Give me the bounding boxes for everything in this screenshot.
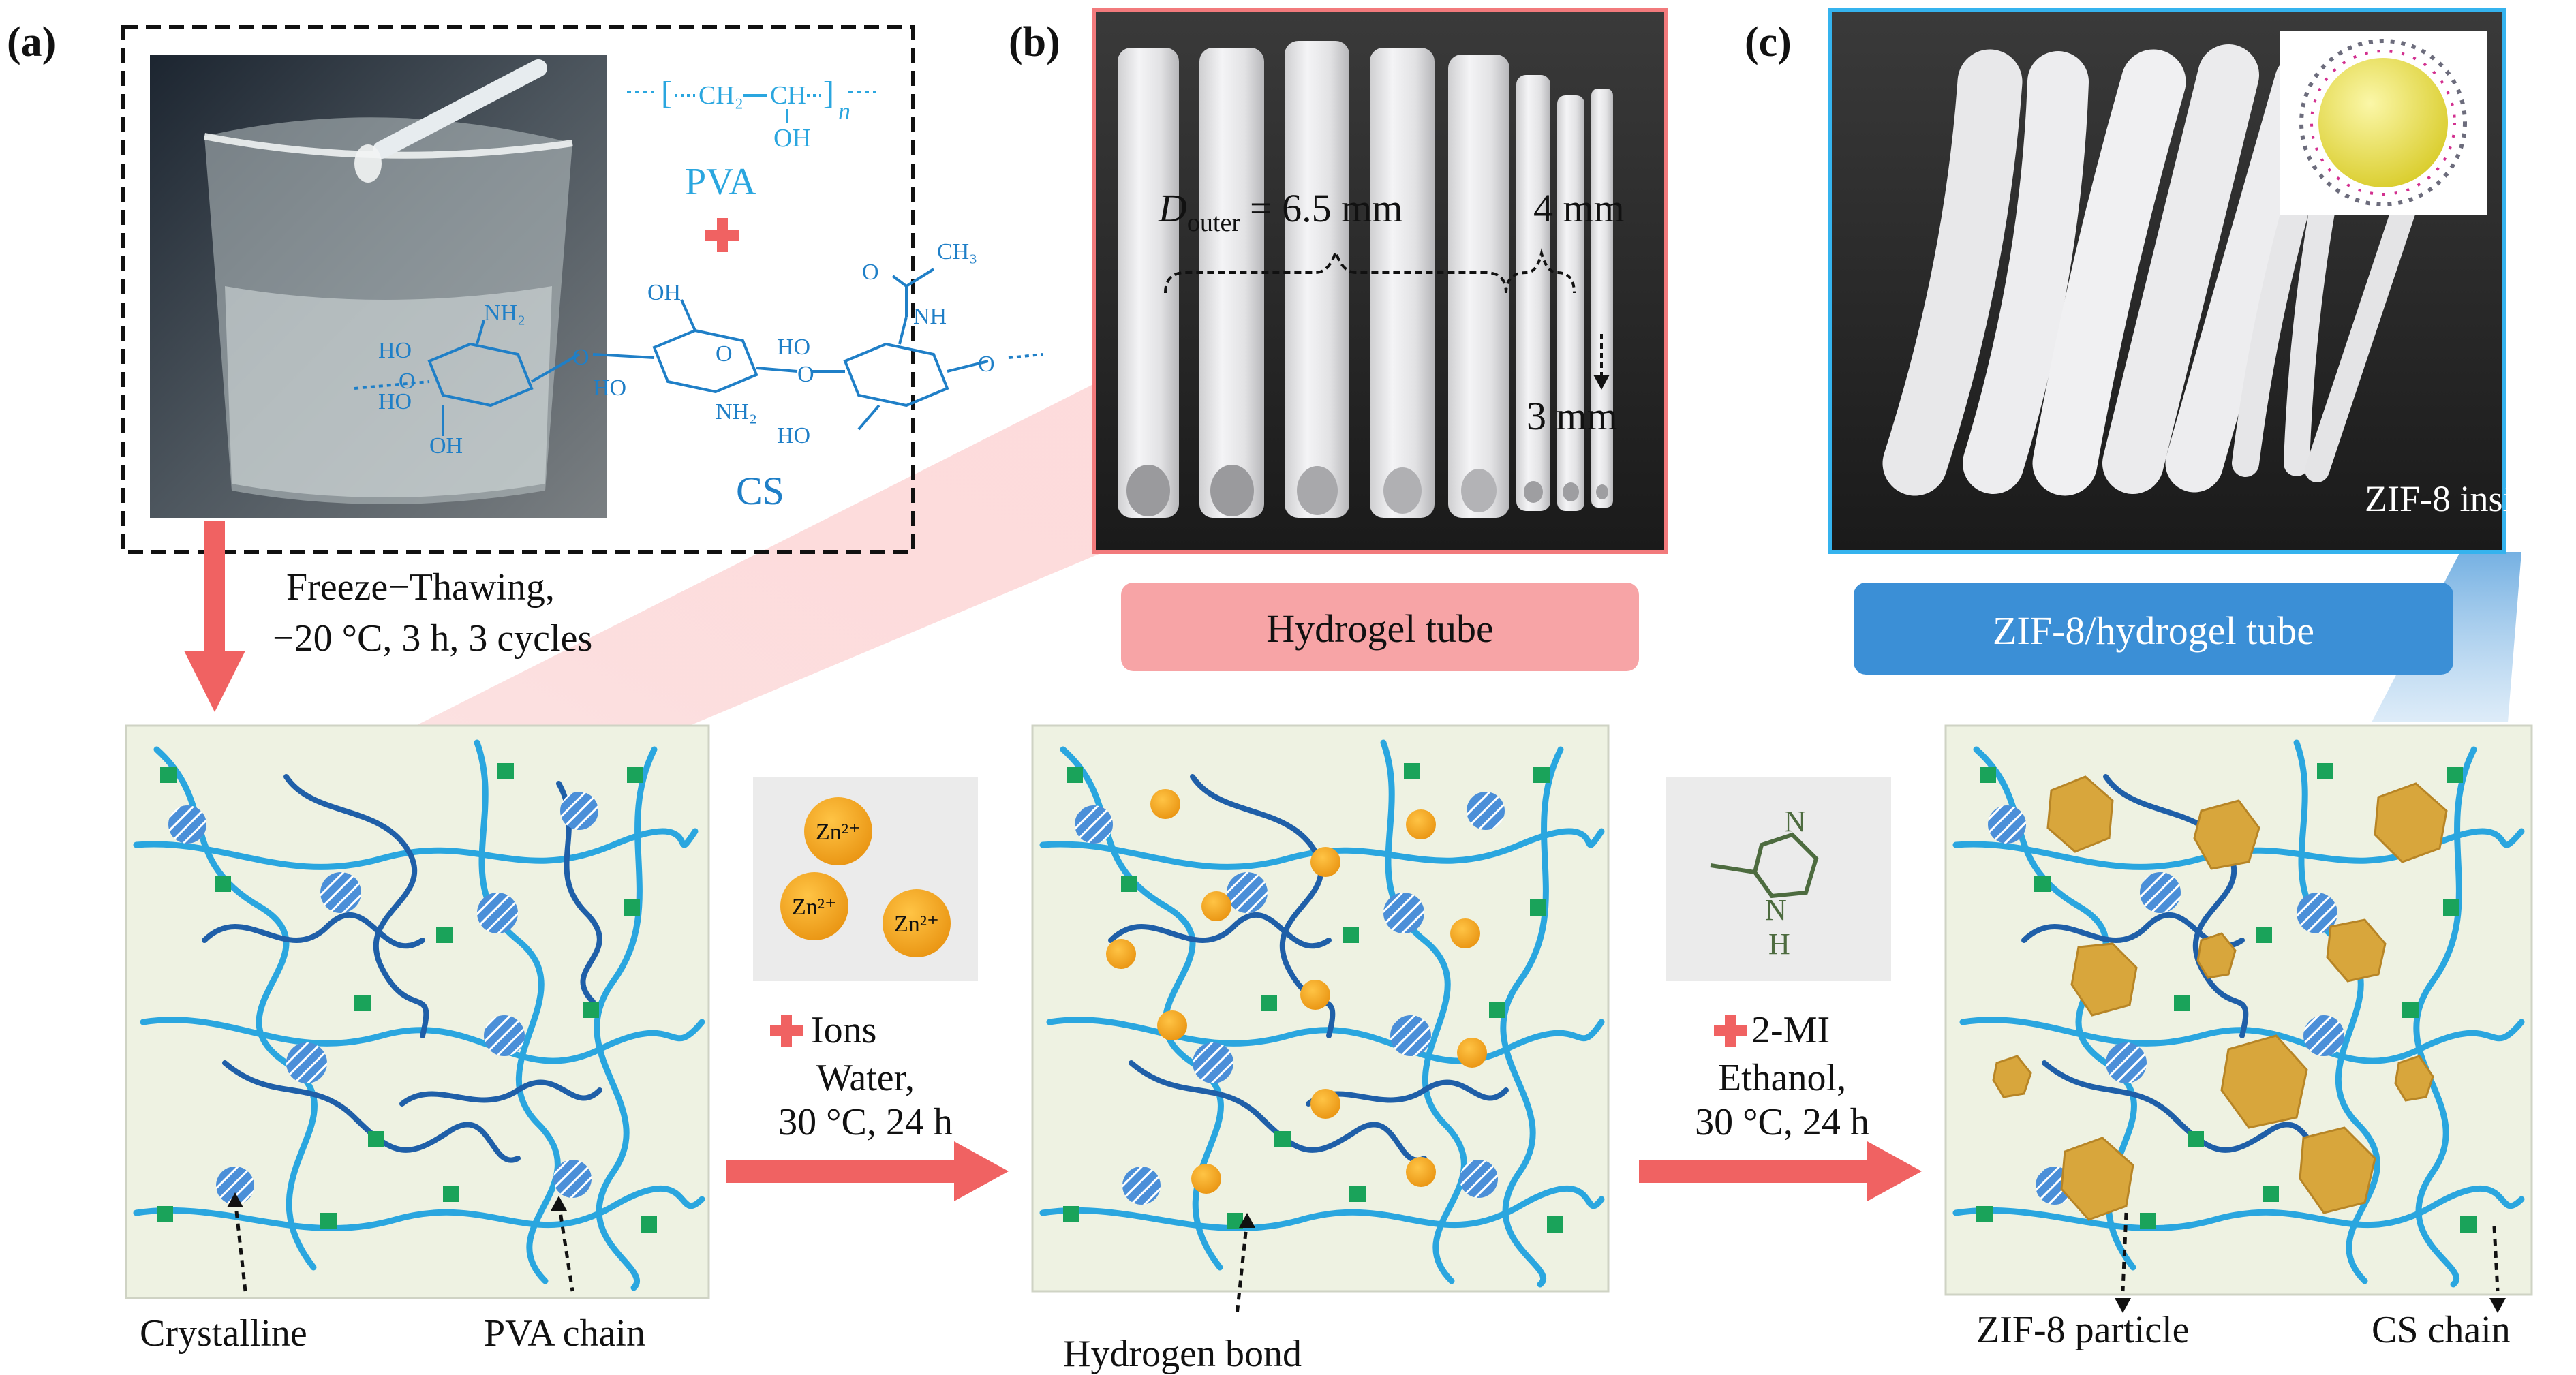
svg-text:]: ] bbox=[823, 75, 834, 111]
svg-text:OH: OH bbox=[773, 124, 811, 153]
pva-label: PVA bbox=[685, 161, 756, 203]
cs-labels: NH₂ HO O HO OH OH O HO NH₂ O HO O HO NH … bbox=[378, 239, 995, 513]
hydrogel-connector-fan bbox=[409, 382, 1104, 729]
svg-text:CH: CH bbox=[770, 81, 806, 110]
size-3mm-label: 3 mm bbox=[1527, 394, 1618, 438]
plus-icon bbox=[705, 218, 739, 252]
svg-text:OH: OH bbox=[647, 280, 681, 305]
svg-text:O: O bbox=[399, 369, 416, 394]
svg-text:Zn²⁺: Zn²⁺ bbox=[894, 912, 939, 937]
zif-inset bbox=[2280, 31, 2487, 215]
cs-structure bbox=[354, 268, 1043, 436]
freeze-thaw-arrow bbox=[184, 521, 245, 712]
svg-text:O: O bbox=[862, 260, 879, 285]
step3-line1: Ethanol, bbox=[1718, 1057, 1846, 1099]
svg-text:NH: NH bbox=[913, 304, 947, 329]
pva-structure: [ CH₂ CH ] OH n PVA bbox=[627, 75, 876, 203]
cs-label: CS bbox=[736, 469, 784, 513]
step2-arrow bbox=[726, 1141, 1009, 1201]
zif-particle-label: ZIF-8 particle bbox=[1976, 1309, 2190, 1351]
svg-text:O: O bbox=[978, 352, 995, 377]
step3-line2: 30 °C, 24 h bbox=[1695, 1101, 1869, 1143]
zn-network-panel bbox=[1031, 724, 1610, 1293]
d-outer-label: Douter= 6.5 mm bbox=[1158, 186, 1402, 237]
ions-label: Ions bbox=[811, 1009, 876, 1051]
svg-text:OH: OH bbox=[429, 433, 463, 459]
svg-text:HO: HO bbox=[777, 423, 810, 448]
panel-a-frame bbox=[121, 25, 915, 554]
svg-text:CH₃: CH₃ bbox=[937, 239, 977, 264]
pva-cs-network-panel bbox=[125, 724, 710, 1299]
zn-ions-box bbox=[753, 777, 978, 981]
plus-2mi-icon bbox=[1714, 1015, 1747, 1047]
svg-text:[: [ bbox=[661, 75, 672, 111]
beaker-photo bbox=[150, 55, 607, 518]
svg-text:HO: HO bbox=[378, 338, 412, 363]
svg-text:HO: HO bbox=[777, 335, 810, 360]
svg-text:Zn²⁺: Zn²⁺ bbox=[792, 895, 837, 920]
2mi-box bbox=[1666, 777, 1891, 981]
svg-text:O: O bbox=[572, 345, 589, 370]
zif-inside-label: ZIF-8 inside bbox=[2365, 478, 2547, 519]
2mi-H: H bbox=[1768, 927, 1790, 961]
svg-text:CH₂: CH₂ bbox=[699, 81, 743, 110]
pva-chain-label: PVA chain bbox=[484, 1312, 645, 1355]
svg-text:Zn²⁺: Zn²⁺ bbox=[816, 820, 861, 845]
step3-arrow bbox=[1639, 1141, 1922, 1201]
svg-text:NH₂: NH₂ bbox=[716, 399, 757, 424]
zif-tube-label: ZIF-8/hydrogel tube bbox=[1993, 608, 2314, 653]
freeze-thaw-line1: Freeze−Thawing, bbox=[286, 566, 555, 608]
2mi-N1: N bbox=[1784, 805, 1806, 838]
freeze-thaw-line2: −20 °C, 3 h, 3 cycles bbox=[273, 617, 592, 660]
annotation-arrows bbox=[233, 1199, 2500, 1316]
zn-ions: Zn²⁺ Zn²⁺ Zn²⁺ bbox=[780, 797, 951, 957]
panel-a-label: (a) bbox=[7, 19, 56, 65]
svg-text:O: O bbox=[797, 362, 814, 387]
2mi-N2: N bbox=[1765, 893, 1787, 927]
zif-tube-banner bbox=[1854, 583, 2453, 675]
hydrogen-bond-label: Hydrogen bond bbox=[1063, 1333, 1302, 1375]
plus-ions-icon bbox=[770, 1015, 803, 1047]
panel-c-label: (c) bbox=[1745, 19, 1792, 65]
2mi-structure bbox=[1710, 832, 1819, 899]
svg-text:n: n bbox=[838, 97, 850, 125]
svg-text:NH₂: NH₂ bbox=[484, 300, 525, 326]
zif-network-panel bbox=[1944, 724, 2533, 1296]
step2-line2: 30 °C, 24 h bbox=[778, 1101, 953, 1143]
svg-text:O: O bbox=[716, 341, 733, 367]
annotation-heads bbox=[227, 1192, 2506, 1313]
svg-text:HO: HO bbox=[593, 375, 626, 401]
hydrogel-tubes-photo bbox=[1118, 41, 1613, 518]
cs-chain-label: CS chain bbox=[2372, 1309, 2511, 1351]
hydrogel-tube-label: Hydrogel tube bbox=[1266, 606, 1493, 651]
crystalline-label: Crystalline bbox=[140, 1312, 307, 1355]
size-4mm-label: 4 mm bbox=[1533, 186, 1625, 230]
2mi-label: 2-MI bbox=[1751, 1009, 1830, 1051]
step2-line1: Water, bbox=[816, 1057, 915, 1099]
svg-text:HO: HO bbox=[378, 389, 412, 414]
hydrogel-tube-banner bbox=[1121, 583, 1639, 671]
panel-b-label: (b) bbox=[1009, 19, 1060, 65]
